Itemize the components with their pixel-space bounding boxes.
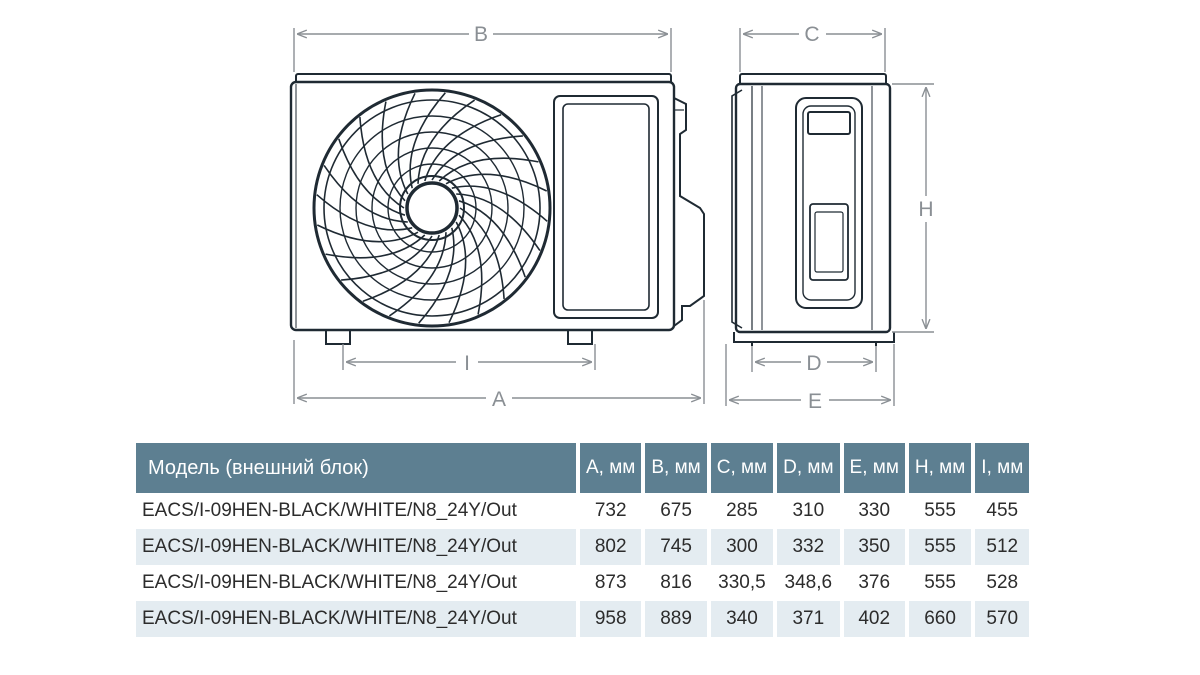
fan-spoke <box>438 157 539 182</box>
fan-spoke <box>397 92 416 195</box>
dimension-label-h: H <box>918 198 933 221</box>
table-header-row: Модель (внешний блок) A, мм B, мм C, мм … <box>136 443 1030 493</box>
fan-spoke <box>418 227 455 324</box>
value-i: 455 <box>986 500 1019 521</box>
model-cell: EACS/I-09HEN-BLACK/WHITE/N8_24Y/Out <box>142 500 517 521</box>
fan-spoke <box>459 207 505 299</box>
header-model: Модель (внешний блок) <box>136 443 576 493</box>
value-e: 330 <box>858 500 891 521</box>
fan-spoke <box>458 200 526 278</box>
dimension-label-e: E <box>808 390 822 413</box>
fan-spoke <box>456 193 541 252</box>
dimension-lines <box>293 28 934 406</box>
table-row: EACS/I-09HEN-BLACK/WHITE/N8_24Y/Out 802 … <box>136 529 1030 565</box>
fan-spoke <box>359 117 405 209</box>
value-h: 555 <box>924 572 956 593</box>
fan-spoke <box>431 135 523 181</box>
fan-spoke <box>381 101 406 202</box>
fan-spoke <box>388 232 447 317</box>
value-h: 660 <box>908 601 972 637</box>
fan-spoke <box>451 185 548 222</box>
value-b: 889 <box>645 601 707 637</box>
value-h: 555 <box>924 500 956 521</box>
value-i: 570 <box>975 601 1030 637</box>
fan-grille-spokes <box>316 92 548 324</box>
header-b: B, мм <box>645 443 707 493</box>
fan-spoke <box>316 224 419 243</box>
value-e: 376 <box>858 572 891 593</box>
value-b: 675 <box>660 500 692 521</box>
value-e: 350 <box>843 529 905 565</box>
fan-spoke <box>417 99 476 184</box>
fan-spoke <box>338 138 406 216</box>
table-row: EACS/I-09HEN-BLACK/WHITE/N8_24Y/Out 958 … <box>136 601 1030 637</box>
front-view <box>289 73 705 345</box>
fan-spoke <box>448 221 467 324</box>
header-d: D, мм <box>777 443 840 493</box>
header-c: C, мм <box>710 443 774 493</box>
fan-spoke <box>362 234 440 302</box>
value-d: 371 <box>777 601 840 637</box>
value-a: 873 <box>594 572 627 593</box>
dimension-label-d: D <box>806 352 821 375</box>
value-c: 300 <box>710 529 774 565</box>
header-a: A, мм <box>580 443 642 493</box>
value-d: 348,6 <box>784 572 833 593</box>
value-d: 332 <box>777 529 840 565</box>
value-i: 528 <box>986 572 1019 593</box>
value-d: 310 <box>792 500 825 521</box>
value-e: 402 <box>843 601 905 637</box>
value-c: 285 <box>726 500 758 521</box>
fan-spoke <box>341 235 433 281</box>
fan-spoke <box>409 92 446 189</box>
table-row: EACS/I-09HEN-BLACK/WHITE/N8_24Y/Out 732 … <box>136 493 1029 529</box>
value-i: 512 <box>975 529 1030 565</box>
fan-spoke <box>424 114 502 182</box>
value-h: 555 <box>908 529 972 565</box>
value-a: 802 <box>580 529 642 565</box>
value-b: 745 <box>645 529 707 565</box>
table-row: EACS/I-09HEN-BLACK/WHITE/N8_24Y/Out 873 … <box>136 565 1029 601</box>
dimension-label-a: A <box>492 388 506 411</box>
header-i: I, мм <box>975 443 1030 493</box>
model-cell: EACS/I-09HEN-BLACK/WHITE/N8_24Y/Out <box>142 572 517 593</box>
value-b: 816 <box>660 572 692 593</box>
dimension-label-i: I <box>464 352 470 375</box>
fan-spoke <box>325 234 426 259</box>
dimension-label-c: C <box>804 23 819 46</box>
fan-spoke <box>445 173 548 192</box>
model-cell: EACS/I-09HEN-BLACK/WHITE/N8_24Y/Out <box>136 529 576 565</box>
fan-spoke <box>458 214 483 315</box>
side-view <box>731 73 895 346</box>
fan-spoke <box>316 194 413 231</box>
unit-dimension-drawing: B I A C H D E <box>289 23 934 413</box>
fan-spoke <box>323 164 408 223</box>
model-cell: EACS/I-09HEN-BLACK/WHITE/N8_24Y/Out <box>136 601 576 637</box>
value-a: 958 <box>580 601 642 637</box>
dimension-label-b: B <box>474 23 488 46</box>
value-a: 732 <box>594 500 627 521</box>
dimensions-table: Модель (внешний блок) A, мм B, мм C, мм … <box>132 443 1033 637</box>
value-c: 340 <box>710 601 774 637</box>
header-h: H, мм <box>908 443 972 493</box>
header-e: E, мм <box>843 443 905 493</box>
value-c: 330,5 <box>718 572 766 593</box>
